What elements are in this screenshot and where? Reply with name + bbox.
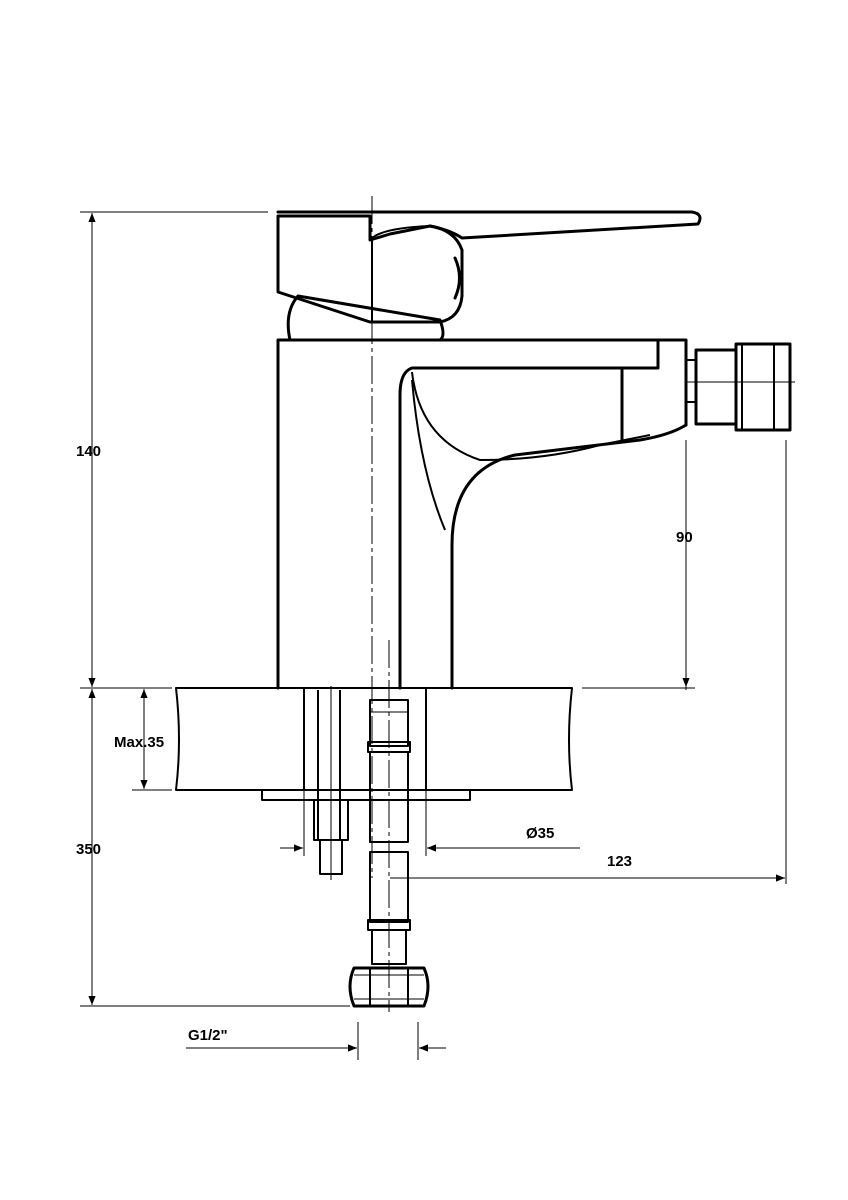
label-350: 350 xyxy=(76,841,101,858)
lever-blade xyxy=(276,210,702,240)
label-90: 90 xyxy=(676,529,693,546)
spout-nose xyxy=(620,338,688,442)
aerator-nozzle xyxy=(685,342,795,432)
union-nut xyxy=(348,966,430,1008)
label-diameter35: Ø35 xyxy=(526,825,554,842)
countertop-section xyxy=(175,687,573,801)
spout-curve xyxy=(411,371,651,461)
body-column xyxy=(276,338,660,690)
cartridge-cap xyxy=(286,294,445,342)
lever-handle xyxy=(276,210,702,324)
label-123: 123 xyxy=(607,853,632,870)
label-140: 140 xyxy=(76,443,101,460)
lever-pivot xyxy=(453,256,461,300)
label-thread: G1/2" xyxy=(188,1027,228,1044)
spout-inner-line xyxy=(411,379,446,531)
body-column-right xyxy=(450,423,688,690)
mounting-hole xyxy=(304,688,426,790)
countertop-hatched-left xyxy=(175,687,305,791)
label-max35: Max.35 xyxy=(114,734,164,751)
dimension-lines xyxy=(80,211,787,1060)
fixing-stud xyxy=(313,686,349,880)
lever-block xyxy=(276,214,464,324)
fixing-plate xyxy=(261,790,471,801)
faucet-body xyxy=(276,294,688,690)
countertop-hatched-right xyxy=(425,687,573,791)
